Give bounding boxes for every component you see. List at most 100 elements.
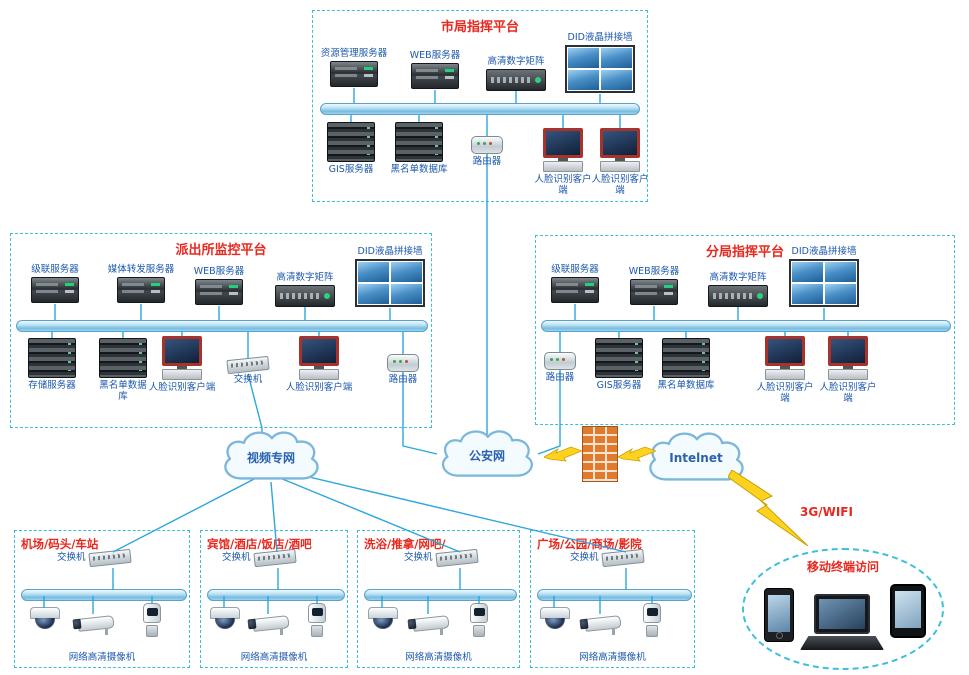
- station-face-client-node: 人脸识别客户端: [144, 336, 220, 393]
- site-title: 宾馆/酒店/饭店/酒吧: [207, 537, 312, 551]
- dome-camera-icon: [29, 607, 61, 633]
- router-icon: [544, 352, 576, 370]
- wireless-link-label: 3G/WIFI: [800, 505, 853, 519]
- device-label: WEB服务器: [193, 266, 245, 277]
- city-router-node: 路由器: [462, 136, 512, 167]
- cloud-label: 公安网: [468, 448, 505, 463]
- phone-icon: [764, 588, 794, 642]
- monitor-icon: [764, 336, 806, 380]
- branch-face-client-node-2: 人脸识别客户端: [819, 336, 877, 405]
- device-label: 高清数字矩阵: [709, 272, 767, 283]
- device-label: 级联服务器: [31, 264, 79, 275]
- switch-label: 交换机: [222, 552, 251, 564]
- storage-icon: [28, 338, 76, 378]
- laptop-icon: [800, 594, 884, 654]
- ptz-camera-icon: [640, 603, 666, 637]
- cloud-label: 视频专网: [246, 450, 295, 465]
- device-label: GIS服务器: [596, 380, 642, 391]
- police-network-cloud: 公安网: [433, 425, 541, 483]
- mobile-zone-title: 移动终端访问: [806, 560, 879, 574]
- ptz-camera-icon: [140, 603, 166, 637]
- branch-platform-box: 分局指挥平台: [535, 235, 955, 425]
- site-title: 洗浴/推拿/网吧/: [364, 537, 446, 551]
- dome-camera-icon: [209, 607, 241, 633]
- device-label: 媒体转发服务器: [107, 264, 175, 275]
- branch-platform-title: 分局指挥平台: [705, 245, 784, 260]
- device-label: 高清数字矩阵: [276, 272, 334, 283]
- device-label: 黑名单数据库: [390, 164, 448, 175]
- video-network-cloud: 视频专网: [215, 425, 327, 487]
- station-switch-node: 交换机: [222, 355, 274, 385]
- ptz-camera-icon: [467, 603, 493, 637]
- device-label: 黑名单数据库: [99, 380, 147, 403]
- city-blacklist-db-node: 黑名单数据库: [385, 122, 453, 175]
- server-icon: [551, 277, 599, 304]
- station-platform-title: 派出所监控平台: [175, 243, 267, 258]
- branch-cascade-server-node: 级联服务器: [543, 264, 607, 304]
- city-bus-bar: [320, 103, 640, 115]
- device-label: GIS服务器: [328, 164, 374, 175]
- device-label: DID液晶拼接墙: [791, 246, 857, 257]
- device-label: 路由器: [388, 374, 418, 385]
- switch-label: 交换机: [570, 552, 599, 564]
- site-bus-bar: [537, 589, 692, 601]
- station-bus-bar: [16, 320, 428, 332]
- station-web-server-node: WEB服务器: [187, 266, 251, 306]
- camera-label: 网络高清摄像机: [240, 652, 308, 663]
- device-label: 黑名单数据库: [657, 380, 715, 391]
- cloud-icon: [441, 430, 533, 477]
- branch-hd-matrix-node: 高清数字矩阵: [702, 272, 774, 308]
- device-label: WEB服务器: [628, 266, 680, 277]
- site-switch: 交换机: [57, 548, 132, 568]
- device-label: WEB服务器: [409, 50, 461, 61]
- site-bus-bar: [207, 589, 345, 601]
- site-box-plaza: 广场/公园/商场/影院 交换机 网络高清摄像机: [530, 530, 695, 668]
- device-label: 人脸识别客户端: [534, 174, 592, 197]
- station-platform-box: 派出所监控平台: [10, 233, 432, 428]
- device-label: 人脸识别客户端: [285, 382, 353, 393]
- server-icon: [117, 277, 165, 304]
- device-label: 人脸识别客户端: [148, 382, 216, 393]
- router-icon: [387, 354, 419, 372]
- monitor-icon: [298, 336, 340, 380]
- device-label: 高清数字矩阵: [487, 56, 545, 67]
- station-blacklist-db-node: 黑名单数据库: [96, 338, 150, 403]
- site-bus-bar: [21, 589, 187, 601]
- device-label: 存储服务器: [28, 380, 76, 391]
- internet-cloud: Intelnet: [640, 426, 752, 488]
- matrix-icon: [708, 285, 768, 308]
- device-label: 人脸识别客户端: [591, 174, 649, 197]
- video-wall-icon: [565, 45, 635, 94]
- site-switch: 交换机: [404, 548, 479, 568]
- cloud-label: Intelnet: [669, 450, 723, 465]
- storage-icon: [662, 338, 710, 378]
- lightning-icon: [728, 470, 808, 546]
- device-label: 路由器: [472, 156, 502, 167]
- dome-camera-icon: [367, 607, 399, 633]
- server-icon: [630, 279, 678, 306]
- storage-icon: [395, 122, 443, 162]
- device-label: 资源管理服务器: [320, 48, 388, 59]
- site-box-hotel: 宾馆/酒店/饭店/酒吧 交换机 网络高清摄像机: [200, 530, 348, 668]
- tablet-icon: [890, 584, 926, 638]
- lightning-icon: [544, 446, 582, 462]
- monitor-icon: [542, 128, 584, 172]
- branch-gis-server-node: GIS服务器: [588, 338, 650, 391]
- storage-icon: [595, 338, 643, 378]
- branch-web-server-node: WEB服务器: [622, 266, 686, 306]
- bullet-camera-icon: [247, 613, 291, 635]
- cloud-icon: [649, 432, 744, 481]
- station-video-wall-node: DID液晶拼接墙: [348, 246, 432, 308]
- station-cascade-server-node: 级联服务器: [23, 264, 87, 304]
- switch-label: 交换机: [57, 552, 86, 564]
- station-storage-server-node: 存储服务器: [21, 338, 83, 391]
- ptz-camera-icon: [305, 603, 331, 637]
- bullet-camera-icon: [407, 613, 451, 635]
- device-label: 路由器: [545, 372, 575, 383]
- server-icon: [411, 63, 459, 90]
- site-box-airport: 机场/码头/车站 交换机 网络高清摄像机: [14, 530, 190, 668]
- monitor-icon: [161, 336, 203, 380]
- station-router-node: 路由器: [380, 354, 426, 385]
- switch-label: 交换机: [404, 552, 433, 564]
